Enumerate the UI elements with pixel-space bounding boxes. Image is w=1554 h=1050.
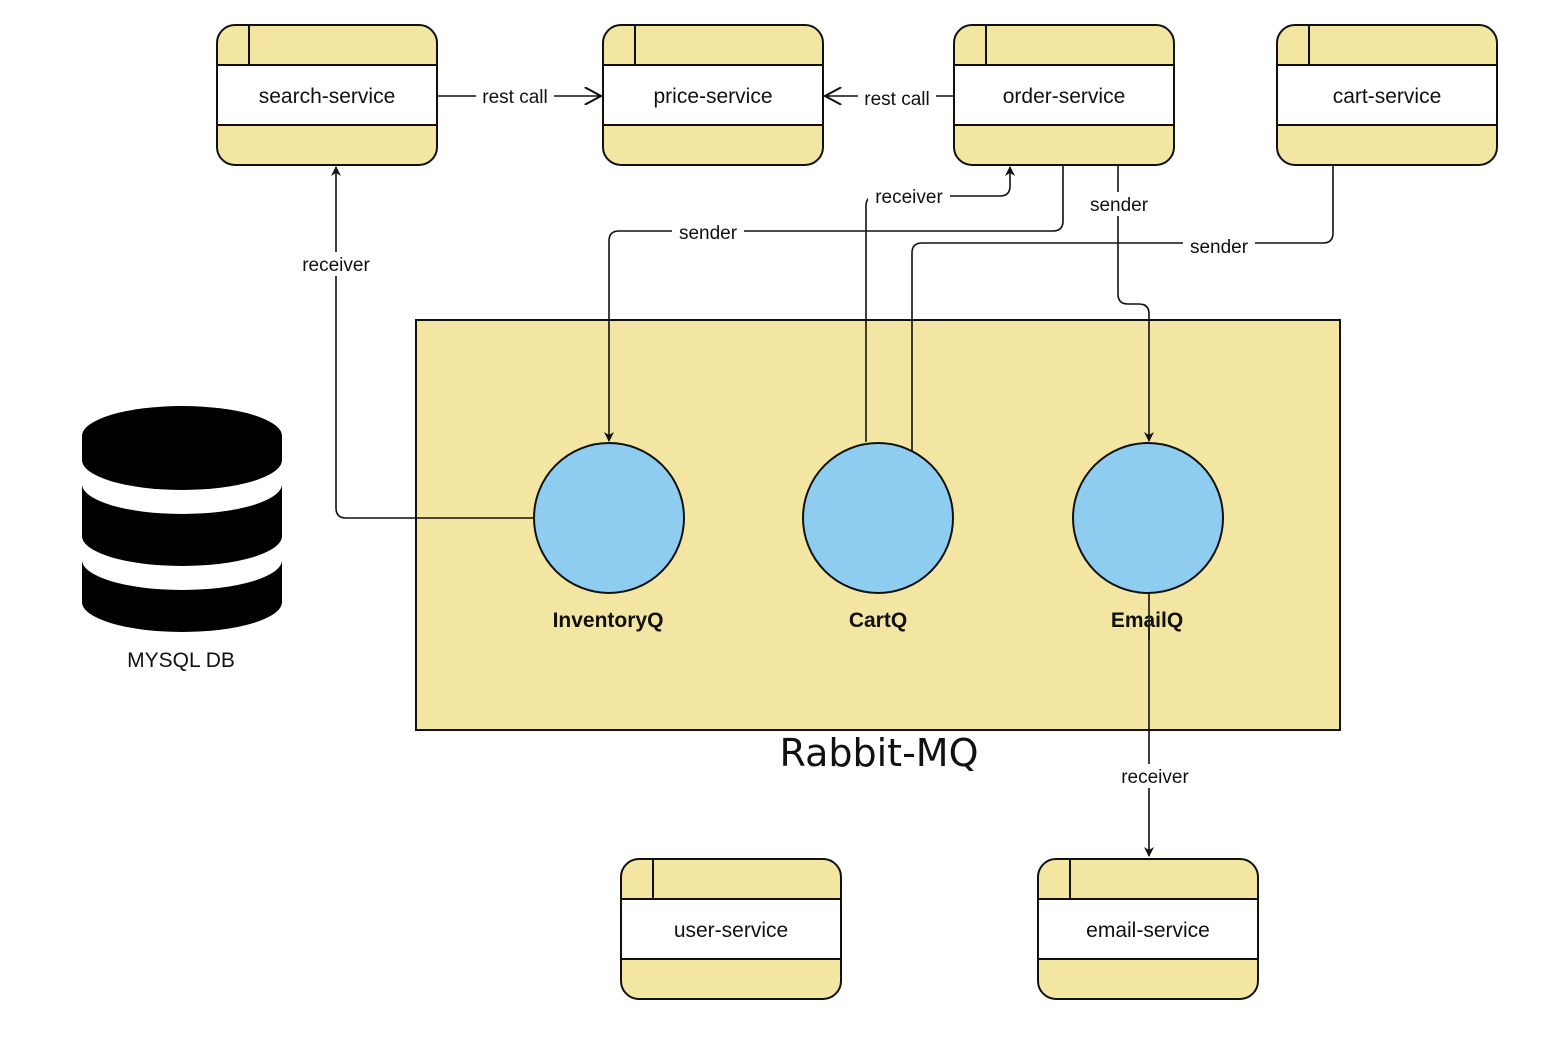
rabbitmq-title: Rabbit-MQ xyxy=(780,731,979,775)
queue-node xyxy=(802,442,954,594)
mysql-db[interactable]: MYSQL DB xyxy=(82,406,282,672)
service-price[interactable]: price-service xyxy=(602,24,824,166)
queue-node xyxy=(533,442,685,594)
edge-inventoryq-to-search[interactable] xyxy=(331,166,534,519)
label-order-to-inventoryq: sender xyxy=(679,223,738,244)
service-label: cart-service xyxy=(1333,85,1442,108)
queue-emailq[interactable]: EmailQ xyxy=(1072,442,1224,632)
service-email[interactable]: email-service xyxy=(1037,858,1259,1000)
service-label: email-service xyxy=(1086,919,1210,942)
service-user[interactable]: user-service xyxy=(620,858,842,1000)
label-order-to-emailq: sender xyxy=(1090,195,1149,216)
edge-cart-to-cartq[interactable] xyxy=(907,165,1334,462)
label-search-to-price: rest call xyxy=(482,87,547,108)
service-cart[interactable]: cart-service xyxy=(1276,24,1498,166)
service-label: order-service xyxy=(1003,85,1126,108)
queue-inventoryq[interactable]: InventoryQ xyxy=(533,442,685,632)
label-order-to-price: rest call xyxy=(864,89,929,110)
service-label: user-service xyxy=(674,919,788,942)
label-cart-to-cartq: sender xyxy=(1190,237,1249,258)
service-order[interactable]: order-service xyxy=(953,24,1175,166)
edge-labels: rest call rest call sender sender sender… xyxy=(294,84,1255,788)
edge-order-to-emailq[interactable] xyxy=(1117,165,1154,442)
service-search[interactable]: search-service xyxy=(216,24,438,166)
queue-label: InventoryQ xyxy=(553,609,664,632)
db-label: MYSQL DB xyxy=(127,649,235,672)
service-label: price-service xyxy=(653,85,772,108)
label-emailq-to-email: receiver xyxy=(1121,767,1189,788)
service-label: search-service xyxy=(259,85,396,108)
queue-node xyxy=(1072,442,1224,594)
label-cartq-to-order: receiver xyxy=(875,187,943,208)
label-inventoryq-to-search: receiver xyxy=(302,255,370,276)
queue-label: CartQ xyxy=(849,609,907,632)
edge-order-to-inventoryq[interactable] xyxy=(604,165,1064,442)
queue-label: EmailQ xyxy=(1111,609,1183,632)
database-icon xyxy=(82,406,282,632)
queue-cartq[interactable]: CartQ xyxy=(802,442,954,632)
